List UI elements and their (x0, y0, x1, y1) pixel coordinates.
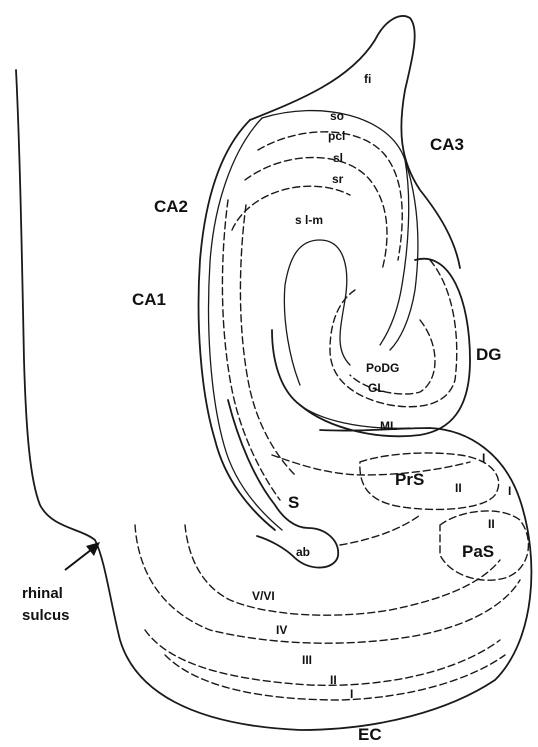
label-pcl: pcl (328, 129, 345, 143)
label-pas-ii: II (488, 517, 495, 531)
ca-dashed-layer-3 (232, 186, 350, 230)
label-ec-vvi: V/VI (252, 589, 275, 603)
ca3-inner-line (380, 160, 409, 345)
label-sr: sr (332, 172, 344, 186)
label-ml: ML (380, 419, 397, 433)
ca-dashed-layer-1 (258, 132, 402, 260)
label-sulcus: sulcus (22, 607, 70, 624)
label-fi: fi (364, 72, 371, 86)
label-ca1: CA1 (132, 290, 166, 309)
label-so: so (330, 109, 344, 123)
label-ca3: CA3 (430, 135, 464, 154)
ca-dashed-left-2 (240, 205, 295, 475)
label-ec-iv: IV (276, 623, 287, 637)
label-ec-ii: II (330, 673, 337, 687)
label-dg: DG (476, 345, 502, 364)
prs-dashed-to-ab (340, 515, 420, 545)
subiculum-lower-boundary (272, 455, 470, 475)
label-pas: PaS (462, 542, 494, 561)
label-pas-i: I (508, 484, 511, 498)
ab-outline (228, 400, 338, 568)
slm-curl (284, 240, 350, 385)
dg-dashed-2 (350, 320, 435, 394)
label-ab: ab (296, 545, 310, 559)
prs-outline (360, 453, 499, 510)
cortical-surface-outline (16, 70, 531, 730)
label-ec-i: I (350, 687, 353, 701)
label-gl: GL (368, 381, 385, 395)
label-ca2: CA2 (154, 197, 188, 216)
label-podg: PoDG (366, 361, 399, 375)
label-ec-iii: III (302, 653, 312, 667)
label-rhinal: rhinal (22, 585, 63, 602)
label-ec: EC (358, 725, 382, 744)
dg-dashed-1 (330, 260, 457, 407)
label-slm: s l-m (295, 213, 323, 227)
fimbria-outline (250, 16, 460, 268)
label-prs: PrS (395, 470, 424, 489)
label-prs-i: I (482, 451, 485, 465)
label-prs-ii: II (455, 481, 462, 495)
label-s: S (288, 493, 299, 512)
hippocampus-outer-outline (199, 120, 275, 530)
dentate-gyrus-outline (272, 259, 470, 437)
label-sl: sl (333, 151, 343, 165)
